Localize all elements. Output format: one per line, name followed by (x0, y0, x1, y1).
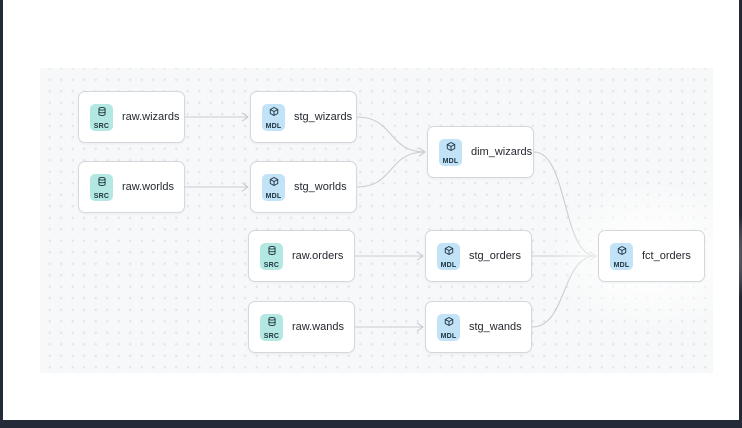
node-label: fct_orders (642, 250, 691, 262)
model-badge: MDL (262, 173, 285, 201)
node-label: stg_worlds (294, 181, 347, 193)
node-fct_orders[interactable]: MDL fct_orders (598, 230, 705, 282)
model-badge: MDL (439, 138, 462, 166)
edge-stg_wizards-to-dim_wizards (356, 116, 426, 153)
edge-stg_worlds-to-dim_wizards (356, 151, 426, 188)
cube-icon (617, 243, 627, 261)
badge-label: SRC (263, 262, 280, 270)
node-raw.wands[interactable]: SRC raw.wands (248, 301, 355, 353)
badge-label: MDL (440, 333, 457, 341)
node-stg_wizards[interactable]: MDL stg_wizards (250, 91, 357, 143)
node-label: raw.worlds (122, 181, 174, 193)
cube-icon (444, 314, 454, 332)
badge-label: SRC (93, 193, 110, 201)
database-icon (267, 314, 277, 332)
node-raw.wizards[interactable]: SRC raw.wizards (78, 91, 185, 143)
cube-icon (444, 243, 454, 261)
arrowhead-icon (416, 322, 424, 332)
badge-label: MDL (442, 158, 459, 166)
badge-label: MDL (440, 262, 457, 270)
source-badge: SRC (90, 173, 113, 201)
arrowhead-icon (416, 251, 424, 261)
node-stg_worlds[interactable]: MDL stg_worlds (250, 161, 357, 213)
node-label: stg_wands (469, 321, 522, 333)
edge-stg_wands-to-fct_orders (531, 255, 597, 328)
cube-icon (269, 104, 279, 122)
source-badge: SRC (260, 313, 283, 341)
node-raw.worlds[interactable]: SRC raw.worlds (78, 161, 185, 213)
node-stg_orders[interactable]: MDL stg_orders (425, 230, 532, 282)
cube-icon (269, 174, 279, 192)
model-badge: MDL (262, 103, 285, 131)
database-icon (267, 243, 277, 261)
badge-label: SRC (263, 333, 280, 341)
database-icon (97, 174, 107, 192)
source-badge: SRC (260, 242, 283, 270)
node-label: raw.orders (292, 250, 344, 262)
node-stg_wands[interactable]: MDL stg_wands (425, 301, 532, 353)
arrowhead-icon (241, 182, 249, 192)
model-badge: MDL (437, 313, 460, 341)
node-dim_wizards[interactable]: MDL dim_wizards (427, 126, 534, 178)
node-label: stg_wizards (294, 111, 353, 123)
cube-icon (446, 139, 456, 157)
node-label: dim_wizards (471, 146, 533, 158)
node-label: raw.wizards (122, 111, 180, 123)
model-badge: MDL (437, 242, 460, 270)
badge-label: MDL (265, 193, 282, 201)
source-badge: SRC (90, 103, 113, 131)
node-label: stg_orders (469, 250, 521, 262)
badge-label: MDL (613, 262, 630, 270)
badge-label: MDL (265, 123, 282, 131)
model-badge: MDL (610, 242, 633, 270)
node-raw.orders[interactable]: SRC raw.orders (248, 230, 355, 282)
node-label: raw.wands (292, 321, 344, 333)
edge-dim_wizards-to-fct_orders (533, 151, 597, 257)
database-icon (97, 104, 107, 122)
arrowhead-icon (241, 112, 249, 122)
badge-label: SRC (93, 123, 110, 131)
